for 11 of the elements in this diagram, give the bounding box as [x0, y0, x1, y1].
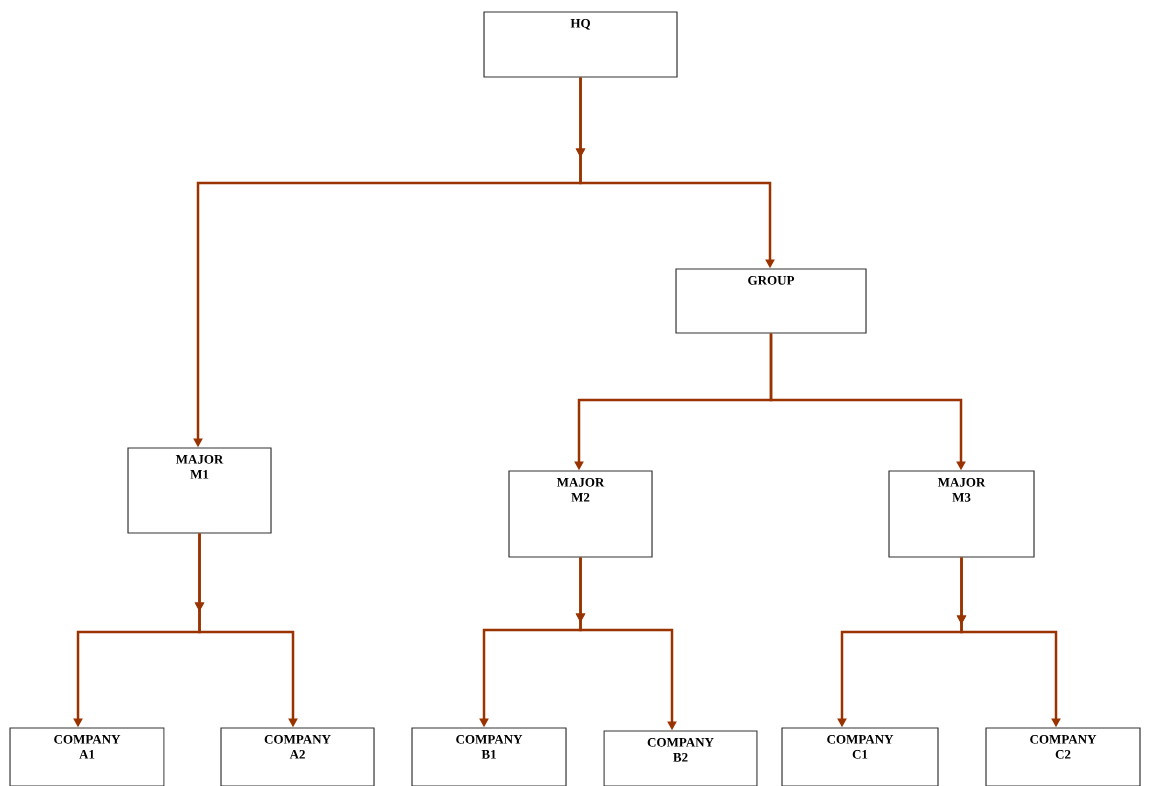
- org-box: MAJOR M2: [508, 470, 653, 558]
- org-box: HQ: [483, 11, 678, 78]
- org-box: COMPANY A1: [9, 727, 165, 786]
- org-box: COMPANY C1: [781, 727, 939, 786]
- org-box: COMPANY B2: [603, 730, 758, 786]
- org-box: COMPANY A2: [220, 727, 375, 786]
- org-box: GROUP: [675, 268, 867, 334]
- org-box: MAJOR M3: [888, 470, 1035, 558]
- org-box: MAJOR M1: [127, 447, 272, 534]
- org-box: COMPANY C2: [985, 727, 1141, 786]
- org-box: COMPANY B1: [411, 727, 567, 786]
